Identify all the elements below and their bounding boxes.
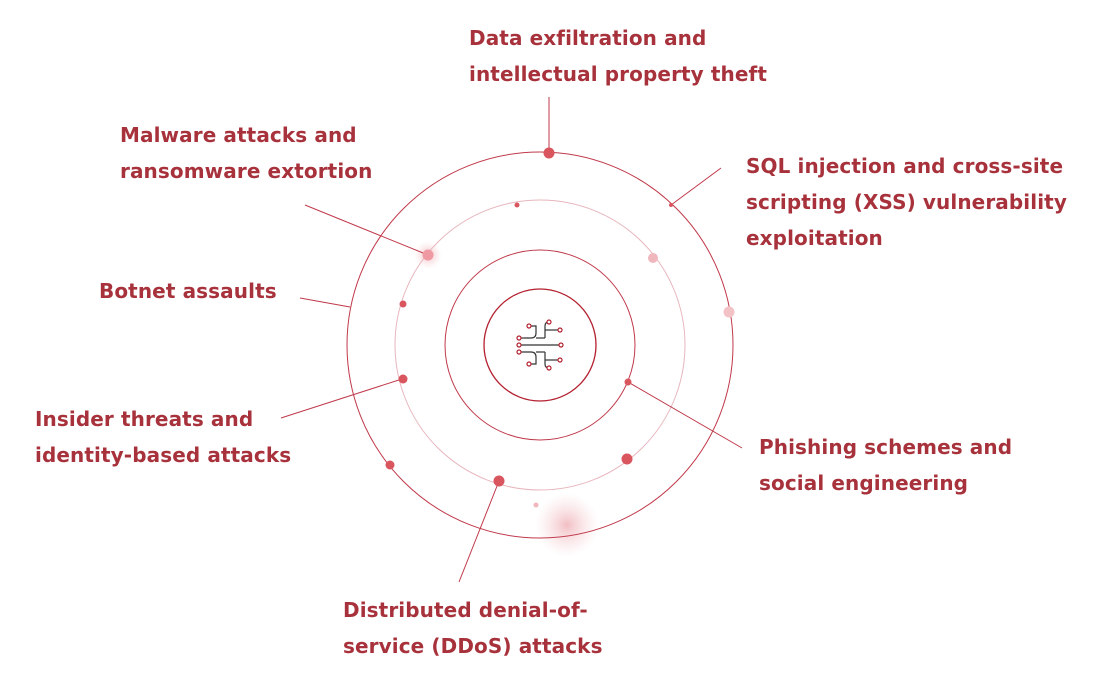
label-phishing: Phishing schemes and social engineering — [759, 429, 1012, 501]
label-insider: Insider threats and identity-based attac… — [35, 401, 291, 473]
label-line: Botnet assaults — [99, 279, 277, 303]
label-ddos: Distributed denial-of- service (DDoS) at… — [343, 592, 603, 664]
label-line: identity-based attacks — [35, 443, 292, 467]
label-line: Distributed denial-of- — [343, 598, 588, 622]
label-line: intellectual property theft — [469, 62, 768, 86]
label-line: scripting (XSS) vulnerability — [746, 190, 1067, 214]
ring-dot — [398, 374, 408, 384]
connector-ddos — [458, 480, 500, 583]
label-line: social engineering — [759, 471, 969, 495]
label-line: service (DDoS) attacks — [343, 634, 603, 658]
ring-dot — [422, 249, 434, 261]
ring-dot — [493, 475, 505, 487]
connector-phishing — [627, 381, 743, 449]
circuit-nodes — [516, 319, 564, 371]
label-line: Phishing schemes and — [759, 435, 1013, 459]
label-malware: Malware attacks and ransomware extortion — [120, 117, 372, 189]
ring-dot — [621, 453, 633, 465]
circuit-icon — [519, 321, 561, 369]
connector-malware — [304, 204, 429, 256]
label-data-exfiltration: Data exfiltration and intellectual prope… — [469, 20, 767, 92]
connector-botnet — [299, 297, 351, 308]
second-ring — [394, 199, 686, 491]
label-line: ransomware extortion — [120, 159, 373, 183]
outer-ring — [346, 151, 734, 539]
label-line: Insider threats and — [35, 407, 254, 431]
label-line: Data exfiltration and — [469, 26, 707, 50]
label-sql-injection: SQL injection and cross-site scripting (… — [746, 148, 1067, 256]
connector-insider — [280, 378, 403, 419]
ring-dot — [723, 306, 735, 318]
connector-sql-injection — [670, 167, 722, 206]
inner-ring — [483, 288, 597, 402]
label-line: SQL injection and cross-site — [746, 154, 1064, 178]
ring-dot — [385, 460, 395, 470]
ring-dot — [624, 378, 632, 386]
label-line: exploitation — [746, 226, 883, 250]
ring-dot — [514, 202, 520, 208]
ring-dot — [533, 502, 539, 508]
label-botnet: Botnet assaults — [99, 273, 277, 309]
ring-dot — [648, 253, 658, 263]
ring-dot — [669, 203, 673, 207]
glow-bottom — [535, 493, 599, 557]
third-ring — [444, 249, 636, 441]
label-line: Malware attacks and — [120, 123, 357, 147]
ring-dot — [543, 147, 555, 159]
ring-dot — [399, 300, 407, 308]
